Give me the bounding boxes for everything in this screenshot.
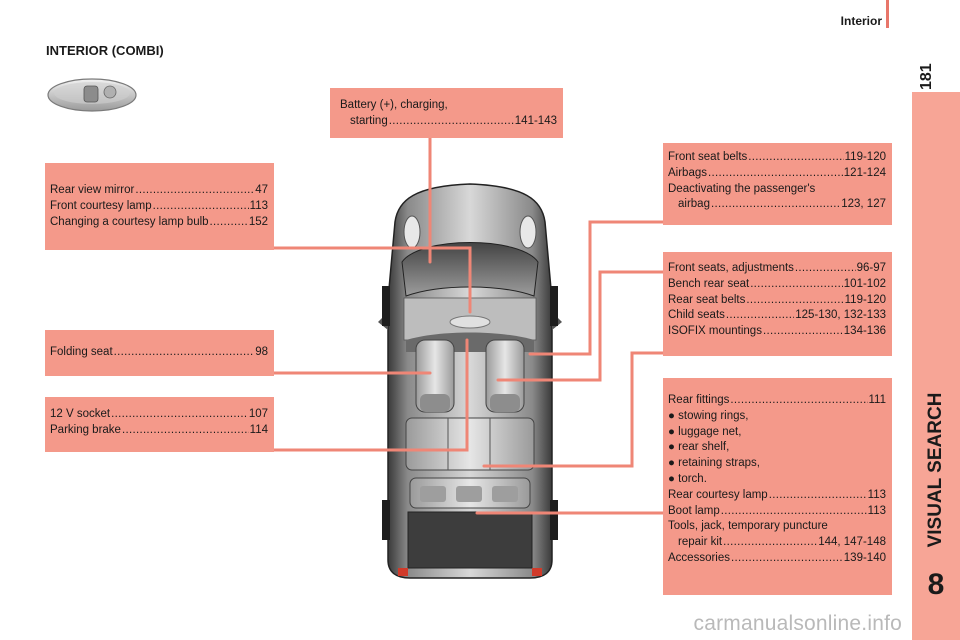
bullet-item: ● rear shelf,	[668, 441, 730, 454]
chapter-number: 8	[927, 568, 945, 601]
index-entry: Boot lamp 113	[668, 504, 886, 520]
entry-pages: 114	[249, 423, 268, 436]
entry-pages: 98	[255, 346, 268, 358]
index-entry: Rear courtesy lamp 113	[668, 488, 886, 504]
chapter-header-title: Interior	[840, 14, 882, 28]
entry-label: Airbags	[668, 166, 707, 179]
entry-label: Bench rear seat	[668, 277, 750, 290]
bullet-item: ● torch.	[668, 472, 707, 485]
entry-pages: 113	[867, 488, 886, 501]
header-divider	[886, 0, 889, 28]
entry-pages: 119-120	[844, 151, 886, 163]
entry-label: 12 V socket	[50, 408, 111, 420]
index-entry: Parking brake 114	[50, 423, 268, 439]
index-entry: Front courtesy lamp 113	[50, 199, 268, 215]
entry-pages: 123, 127	[841, 198, 886, 211]
index-entry: Rear seat belts 119-120	[668, 293, 886, 309]
battery-line1: Battery (+), charging,	[340, 99, 448, 111]
battery-starting-row: starting 141-143	[340, 114, 557, 130]
entry-label: Accessories	[668, 551, 730, 564]
entry-pages: 111	[868, 394, 886, 406]
index-entry: Accessories 139-140	[668, 551, 886, 567]
entry-pages: 139-140	[843, 551, 886, 564]
entry-pages: 101-102	[843, 277, 886, 290]
entry-label: Rear courtesy lamp	[668, 488, 768, 501]
bullet-item: ● luggage net,	[668, 425, 742, 438]
entry-label: Parking brake	[50, 423, 121, 436]
entry-pages: 96-97	[856, 262, 886, 274]
mirror-lamps-callout: Rear view mirror 47 Front courtesy lamp 11…	[45, 163, 274, 250]
entry-label: starting	[350, 114, 388, 127]
rear-fittings-callout: Rear fittings 111 ● stowing rings, ● lugg…	[663, 378, 892, 595]
index-entry: Rear fittings 111	[668, 393, 886, 409]
entry-label: ISOFIX mountings	[668, 325, 762, 338]
entry-pages: 113	[867, 504, 886, 517]
entry-pages: 141-143	[514, 114, 557, 127]
entry-label: repair kit	[678, 536, 723, 549]
entry-label: Rear fittings	[668, 394, 730, 406]
index-entry: Airbags 121-124	[668, 166, 886, 182]
entry-pages: 121-124	[843, 166, 886, 179]
seats-callout: Front seats, adjustments 96-97 Bench rear…	[663, 252, 892, 356]
socket-brake-callout: 12 V socket 107 Parking brake 114	[45, 397, 274, 452]
entry-label: Boot lamp	[668, 504, 720, 517]
entry-label: Folding seat	[50, 346, 113, 358]
entry-label: Front seats, adjustments	[668, 262, 794, 274]
folding-seat-callout: Folding seat 98	[45, 330, 274, 376]
index-entry: Rear view mirror 47	[50, 183, 268, 199]
entry-label: Front courtesy lamp	[50, 199, 152, 212]
section-title: INTERIOR (COMBI)	[46, 43, 164, 58]
battery-callout: Battery (+), charging, starting 141-143	[330, 88, 563, 138]
entry-pages: 125-130, 132-133	[795, 309, 886, 322]
entry-pages: 113	[249, 199, 268, 212]
entry-pages: 47	[255, 184, 268, 196]
index-entry: Child seats 125-130, 132-133	[668, 308, 886, 324]
entry-pages: 119-120	[844, 293, 886, 306]
entry-label: Rear seat belts	[668, 293, 746, 306]
index-entry: Folding seat 98	[50, 345, 268, 361]
entry-label: Child seats	[668, 309, 725, 322]
entry-heading: Tools, jack, temporary puncture	[668, 520, 828, 533]
entry-pages: 134-136	[843, 325, 886, 338]
index-entry: ISOFIX mountings 134-136	[668, 324, 886, 340]
watermark: carmanualsonline.info	[693, 612, 902, 635]
index-entry: 12 V socket 107	[50, 407, 268, 423]
entry-label: Rear view mirror	[50, 184, 135, 196]
index-entry: Front seat belts 119-120	[668, 150, 886, 166]
entry-label: Changing a courtesy lamp bulb	[50, 215, 209, 228]
side-band	[912, 92, 960, 640]
index-entry: airbag 123, 127	[668, 197, 886, 213]
index-entry: Changing a courtesy lamp bulb 152	[50, 215, 268, 231]
entry-pages: 152	[248, 215, 268, 228]
entry-pages: 107	[248, 408, 268, 420]
bullet-item: ● stowing rings,	[668, 409, 749, 422]
index-entry: repair kit 144, 147-148	[668, 535, 886, 551]
mirror-thumbnail-icon	[47, 78, 137, 112]
entry-pages: 144, 147-148	[818, 536, 886, 549]
index-entry: Front seats, adjustments 96-97	[668, 261, 886, 277]
index-entry: Bench rear seat 101-102	[668, 277, 886, 293]
entry-heading: Deactivating the passenger's	[668, 182, 816, 195]
bullet-item: ● retaining straps,	[668, 457, 760, 470]
entry-label: Front seat belts	[668, 151, 748, 163]
belts-airbags-callout: Front seat belts 119-120 Airbags 121-124 D…	[663, 143, 892, 225]
entry-label: airbag	[678, 198, 710, 211]
